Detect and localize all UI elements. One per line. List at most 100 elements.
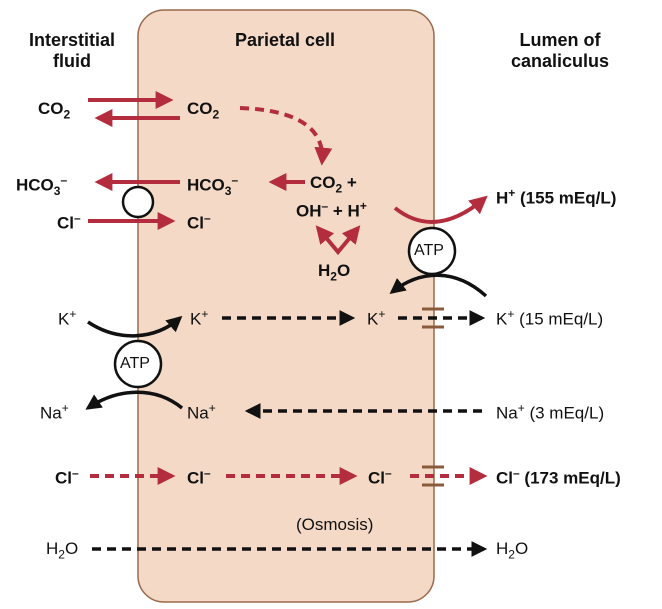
h2o-mid-tail: O <box>336 261 351 280</box>
k-lumen-sup: + <box>507 307 515 321</box>
hco3-cell-sub: 3 <box>224 184 232 199</box>
header-interstitial-fluid: Interstitial fluid <box>10 30 134 71</box>
label-k-apical: K+ <box>367 308 385 328</box>
cl2-lumen-sup: – <box>513 466 520 480</box>
co2-left-text: CO <box>38 99 64 118</box>
label-h2o-lumen: H2O <box>496 540 528 560</box>
oh-h-mid: + H <box>328 201 360 221</box>
label-atp-bottom: ATP <box>120 356 150 372</box>
header-interstitial-line2: fluid <box>53 50 91 71</box>
label-k-cell: K+ <box>190 308 208 328</box>
k-lumen-tail: (15 mEq/L) <box>514 309 604 329</box>
co2-to-reaction-arrow <box>239 106 333 166</box>
cl2-mid-sup: – <box>385 466 392 480</box>
label-hco3-cell: HCO3– <box>187 174 238 197</box>
k-cell-sup: + <box>201 307 209 321</box>
hco3-cell-text: HCO <box>187 175 225 195</box>
header-parietal-text: Parietal cell <box>234 30 336 50</box>
header-lumen-canaliculus: Lumen of canaliculus <box>485 30 635 71</box>
na-left-sup: + <box>61 401 69 415</box>
label-h-lumen: H+ (155 mEq/L) <box>496 187 616 207</box>
h2o-right-tail: O <box>514 539 529 558</box>
na-cell-text: Na <box>187 403 209 423</box>
cl-cell-text: Cl <box>187 213 204 233</box>
label-h2o-interstitial: H2O <box>46 540 78 560</box>
label-cl2-cell: Cl– <box>187 467 211 487</box>
label-co2-plus: CO2 + <box>310 174 357 194</box>
atp-bottom-text: ATP <box>120 355 150 372</box>
co2-plus-text: CO <box>310 173 336 192</box>
label-na-cell: Na+ <box>187 402 216 422</box>
parietal-cell-body <box>137 9 435 603</box>
h-lumen-sup: + <box>508 186 516 200</box>
hco3-cell-sup: – <box>231 173 239 187</box>
cl2-mid-text: Cl <box>368 468 385 488</box>
oh-text: OH <box>296 201 322 221</box>
h-lumen-tail: (155 mEq/L) <box>515 188 617 208</box>
label-cl-interstitial: Cl– <box>57 212 81 232</box>
atp-pump-bottom-circle <box>113 339 163 389</box>
cl2-cell-sup: – <box>204 466 211 480</box>
cl2-left-sup: – <box>72 466 79 480</box>
co2-left-sub: 2 <box>63 107 71 122</box>
cl2-left-text: Cl <box>55 468 72 488</box>
h2o-left-text: H <box>46 539 59 558</box>
h2o-right-text: H <box>496 539 509 558</box>
h2o-mid-sub: 2 <box>330 269 337 284</box>
na-lumen-sup: + <box>517 401 525 415</box>
na-lumen-tail: (3 mEq/L) <box>524 403 605 423</box>
label-co2-cell: CO2 <box>187 100 219 120</box>
k-left-text: K <box>58 309 70 329</box>
osmosis-text: (Osmosis) <box>296 515 374 534</box>
na-cell-sup: + <box>208 401 216 415</box>
k-mid-text: K <box>367 309 379 329</box>
label-na-interstitial: Na+ <box>40 402 69 422</box>
h2o-left-tail: O <box>64 539 79 558</box>
label-na-lumen: Na+ (3 mEq/L) <box>496 402 604 422</box>
label-oh-plus-h: OH– + H+ <box>296 200 367 220</box>
cl-left-sup: – <box>74 211 81 225</box>
na-basolateral-out-arrow <box>85 390 184 410</box>
atp-top-text: ATP <box>414 242 444 259</box>
cl2-lumen-tail: (173 mEq/L) <box>519 468 621 488</box>
header-parietal-cell: Parietal cell <box>210 30 360 51</box>
cl2-lumen-text: Cl <box>496 468 513 488</box>
header-lumen-line2: canaliculus <box>510 50 610 71</box>
cl-left-text: Cl <box>57 213 74 233</box>
label-osmosis: (Osmosis) <box>296 516 373 533</box>
label-k-interstitial: K+ <box>58 308 76 328</box>
label-cl2-apical: Cl– <box>368 467 392 487</box>
hco3-left-sup: – <box>60 173 68 187</box>
co2-cell-text: CO <box>187 99 213 118</box>
water-split-arrows <box>315 225 361 256</box>
label-hco3-interstitial: HCO3– <box>16 174 67 197</box>
co2-plus-tail: + <box>342 173 357 192</box>
k-cell-text: K <box>190 309 202 329</box>
na-left-text: Na <box>40 403 62 423</box>
h-lumen-text: H <box>496 188 509 208</box>
h-sup: + <box>359 199 367 213</box>
k-lumen-text: K <box>496 309 508 329</box>
oh-sup: – <box>321 199 329 213</box>
co2-cell-sub: 2 <box>212 107 220 122</box>
h2o-right-sub: 2 <box>508 547 515 562</box>
k-pump-in-arrow <box>389 273 488 298</box>
h2o-left-sub: 2 <box>58 547 65 562</box>
label-h2o-reaction: H2O <box>318 262 350 282</box>
header-lumen-line1: Lumen of <box>519 30 601 50</box>
h2o-mid-text: H <box>318 261 331 280</box>
hco3-left-sub: 3 <box>53 184 61 199</box>
co2-plus-sub: 2 <box>335 181 343 196</box>
label-k-lumen: K+ (15 mEq/L) <box>496 308 603 328</box>
label-cl2-interstitial: Cl– <box>55 467 79 487</box>
hco3-cl-exchanger <box>121 185 155 219</box>
k-basolateral-in-arrow <box>87 315 183 338</box>
hco3-left-text: HCO <box>16 175 54 195</box>
h-pump-arrow <box>393 195 488 224</box>
na-lumen-text: Na <box>496 403 518 423</box>
label-cl2-lumen: Cl– (173 mEq/L) <box>496 467 621 487</box>
k-left-sup: + <box>69 307 77 321</box>
label-atp-top: ATP <box>414 243 444 259</box>
